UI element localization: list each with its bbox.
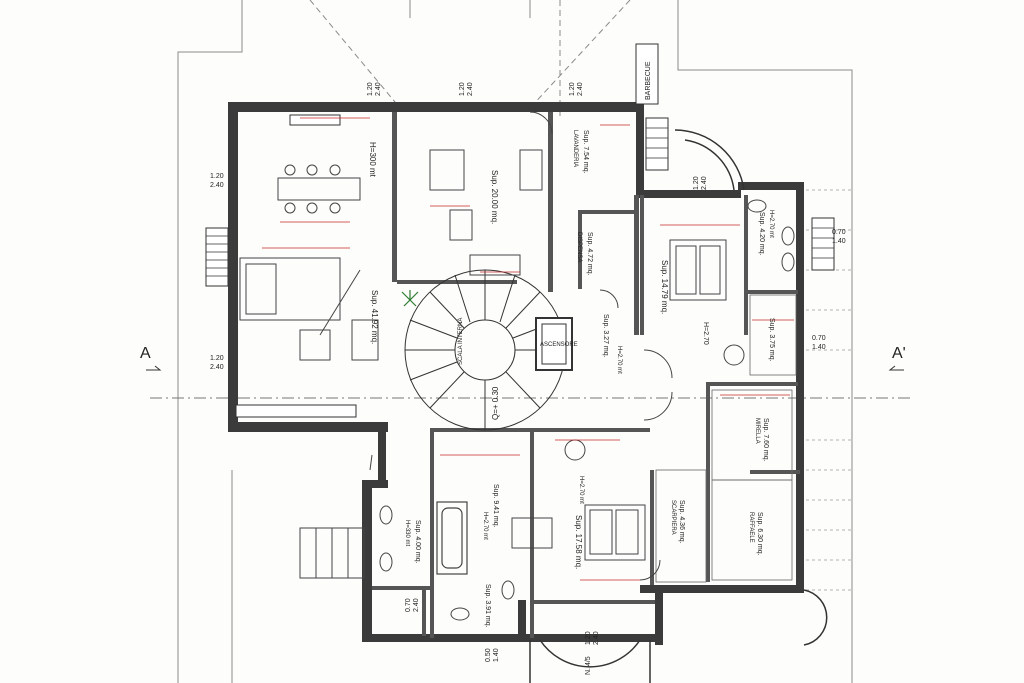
dim-bot-3b: 2.40 [593,631,600,645]
room-labels: Sup. 41.92 mq. H=300 mt Sup. 20.00 mq. S… [368,130,775,628]
room-bath3-height: H=330 mt [404,520,410,547]
elevator-label: ASCENSORE [540,342,578,348]
living-sofa [239,257,379,361]
dim-top-2b: 2.40 [467,82,474,96]
dim-bot-2b: 1.40 [493,648,500,662]
barbecue: BARBECUE [635,43,659,105]
bedroom-bed-2 [584,504,646,561]
room-kitchen-area: Sup. 20.00 mq. [490,170,499,224]
room-pantry-name: DISPENSA [576,232,582,262]
door-swings [369,111,673,581]
room-bed1-area: Sup. 14.79 mq. [660,260,669,314]
stair-label: SCALA INTERNA [458,318,464,365]
section-label-right: A' [892,345,906,362]
dim-bot-2a: 0.50 [485,648,492,662]
room-living-height: H=300 mt [368,142,377,178]
sanitary-fixtures [379,199,795,621]
barbecue-label: BARBECUE [645,61,652,100]
bedroom-bed-1 [669,239,727,301]
dim-left-2b: 2.40 [210,364,224,371]
windows [205,114,835,418]
room-mirella-name: MIRELLA [754,418,760,444]
room-hall-area: Sup. 3.27 mq. [602,314,609,358]
dim-bay-b: 2.40 [701,176,708,190]
room-living-area: Sup. 41.92 mq. [370,290,379,344]
dimension-marks [262,117,794,581]
room-wc-area: Sup. 3.91 mq. [484,584,491,628]
dim-left-2a: 1.20 [210,355,224,362]
dim-bot-1a: 0.70 [405,598,412,612]
dimension-labels: 1.20 2.40 1.20 2.40 1.20 2.40 1.20 2.40 … [210,82,846,675]
stair-level: Q=+ 0.30 [491,386,500,420]
dining-table [277,164,361,214]
dim-right-2b: 1.40 [812,344,826,351]
dim-right-2a: 0.70 [812,335,826,342]
dim-right-1a: 0.70 [832,229,846,236]
kitchen-island [429,149,543,276]
dim-bay-a: 1.20 [693,176,700,190]
room-hall-height: H=2.70 mt [616,346,622,374]
room-bath2-area: Sup. 9.41 mq. [492,484,499,528]
dim-right-1b: 1.40 [832,238,846,245]
dim-top-3b: 2.40 [577,82,584,96]
room-bath2-height: H=2.70 mt [482,512,488,540]
dim-top-2a: 1.20 [459,82,466,96]
bay-windows [529,129,828,683]
interior-walls [372,112,800,638]
room-closet1-area: Sup. 3.75 mq. [768,318,775,362]
room-bed2-area: Sup. 17.58 mq. [574,515,583,569]
dim-left-1a: 1.20 [210,173,224,180]
dim-left-1b: 2.40 [210,182,224,189]
exterior-walls [228,102,804,645]
section-line: A A' [140,345,910,399]
bottom-note: N. 4/5 [585,656,592,675]
room-shoes-name: SCARPIERA [670,500,676,535]
dim-top-1a: 1.20 [367,82,374,96]
room-raffaele-name: RAFFAELE [748,512,754,543]
room-laundry-name: LAVANDERIA [572,130,578,167]
elevator: ASCENSORE [535,317,578,371]
wardrobes [655,294,797,583]
dim-bot-3a: 1.20 [585,631,592,645]
dim-top-3a: 1.20 [569,82,576,96]
room-raffaele-area: Sup. 6.30 mq. [756,512,763,556]
section-label-left: A [140,345,151,362]
room-bed2-height: H=2.70 mt [578,476,584,504]
room-laundry-area: Sup. 7.54 mq. [582,130,589,174]
room-mirella-area: Sup. 7.60 mq. [762,418,769,462]
room-bath3-area: Sup. 4.00 mq. [414,520,421,564]
room-bath1-height: H=2.70 mt [768,210,774,238]
room-shoes-area: Sup. 4.36 mq. [678,500,685,544]
bathtub [436,501,468,575]
room-pantry-area: Sup. 4.72 mq. [586,232,593,276]
site-outline [177,0,853,683]
dim-bot-1b: 2.40 [413,598,420,612]
room-bed1-height: H=2.70 [702,322,709,345]
plant-icon [401,290,419,307]
exterior-steps [299,527,365,579]
room-bath1-area: Sup. 4.20 mq. [758,212,765,256]
dim-top-1b: 2.40 [375,82,382,96]
